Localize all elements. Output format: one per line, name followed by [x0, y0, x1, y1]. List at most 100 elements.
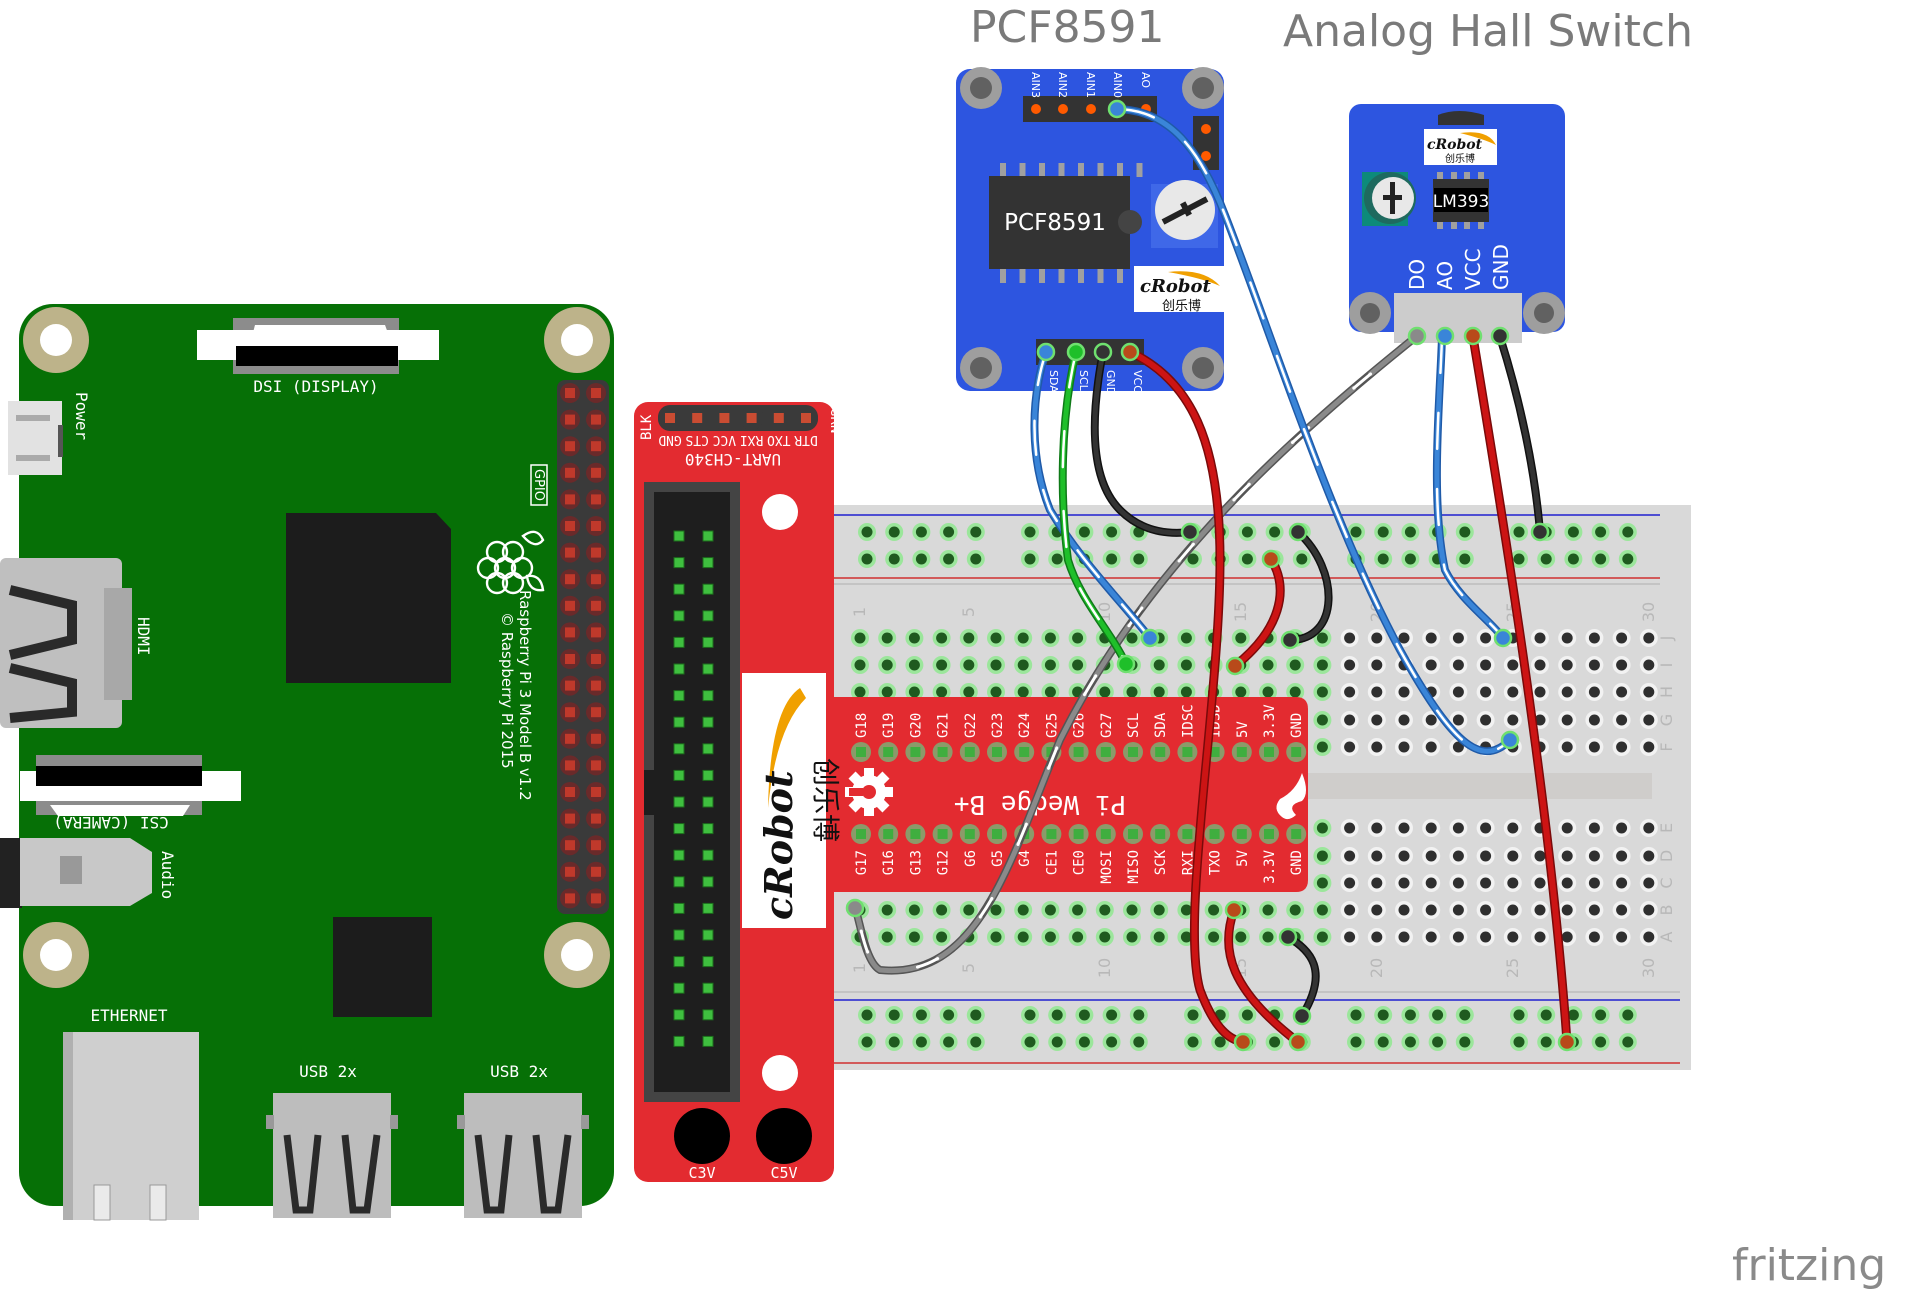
wire-endpoint[interactable]: [1278, 927, 1298, 947]
wire-pcf-gnd-inner: [1092, 349, 1193, 536]
ribbon-pin: [702, 583, 714, 595]
model-label: Raspberry Pi 3 Model B v1.2: [516, 590, 534, 801]
usb-port-1[interactable]: [266, 1093, 398, 1218]
ribbon-pin: [673, 902, 685, 914]
ribbon-pin: [702, 690, 714, 702]
wire-endpoint[interactable]: [1116, 654, 1136, 674]
wire-endpoint[interactable]: [1225, 656, 1245, 676]
ribbon-pin: [702, 796, 714, 808]
wire-sda-stripe: [1033, 350, 1152, 640]
ribbon-connector[interactable]: [644, 482, 740, 1102]
ribbon-pin: [673, 690, 685, 702]
wire-endpoint[interactable]: [1107, 99, 1127, 119]
c5v-jack[interactable]: [756, 1108, 812, 1164]
wedge-pin-label: CE0: [1072, 850, 1088, 875]
soc-chip: [286, 513, 451, 683]
wire-scl-inner: [1060, 349, 1129, 667]
dsi-label: DSI (DISPLAY): [253, 377, 378, 396]
wire-endpoint[interactable]: [1407, 326, 1427, 346]
wire-endpoint[interactable]: [1224, 900, 1244, 920]
hall-switch-title: Analog Hall Switch: [1283, 6, 1693, 57]
wire-endpoint[interactable]: [1557, 1032, 1577, 1052]
wire-ends: [845, 99, 1577, 1052]
uart-header[interactable]: [658, 405, 818, 431]
wire-endpoint[interactable]: [1233, 1032, 1253, 1052]
wedge-pin-label: SDA: [1153, 712, 1169, 738]
gpio-pin: [560, 808, 580, 829]
dsi-connector[interactable]: [197, 318, 439, 374]
usb-port-2[interactable]: [457, 1093, 589, 1218]
wedge-pin-label: MISO: [1126, 850, 1142, 884]
power-port[interactable]: [8, 401, 63, 475]
hdmi-port[interactable]: [0, 558, 132, 728]
gpio-pin: [586, 569, 606, 590]
wedge-pin-label: IDSC: [1180, 704, 1196, 738]
wire-endpoint[interactable]: [1093, 342, 1113, 362]
gpio-pin: [586, 409, 606, 430]
wire-jumper-black-top-inner: [1287, 529, 1331, 643]
c3v-jack[interactable]: [674, 1108, 730, 1164]
csi-connector[interactable]: [20, 755, 241, 816]
pcf-bottom-pin-label: VCC: [1131, 370, 1144, 393]
pcf8591-title: PCF8591: [970, 2, 1165, 53]
raspberry-logo-icon: [476, 530, 545, 595]
wire-endpoint[interactable]: [1493, 628, 1513, 648]
pcf-top-pin-label: AIN1: [1084, 72, 1097, 98]
gpio-pin: [560, 436, 580, 457]
wire-endpoint[interactable]: [1463, 326, 1483, 346]
wire-endpoint[interactable]: [1490, 326, 1510, 346]
wedge-pin-label: G24: [1017, 713, 1033, 738]
gpio-pin: [560, 728, 580, 749]
wire-endpoint[interactable]: [1288, 1032, 1308, 1052]
gpio-pin: [560, 409, 580, 430]
wire-endpoint[interactable]: [1280, 630, 1300, 650]
wire-endpoint[interactable]: [1036, 342, 1056, 362]
audio-jack[interactable]: [0, 838, 152, 908]
wire-endpoint[interactable]: [1292, 1006, 1312, 1026]
wedge-pin-label: TXO: [1208, 850, 1224, 875]
gpio-pin: [586, 728, 606, 749]
mounting-hole: [544, 922, 610, 988]
column-label: 25: [1503, 958, 1522, 978]
wedge-pin-label: G21: [936, 713, 952, 738]
column-label: 1: [850, 963, 869, 973]
pcf-top-pin-label: AIN0: [1111, 72, 1124, 98]
wire-hall-ao-inner: [1434, 334, 1506, 641]
pcf-potentiometer[interactable]: [1151, 180, 1218, 248]
gpio-pin: [560, 782, 580, 802]
wire-hall-gnd-inner: [1497, 334, 1543, 535]
gpio-pin: [560, 383, 580, 403]
wire-endpoint[interactable]: [1180, 522, 1200, 542]
svg-text:创乐博: 创乐博: [1162, 299, 1201, 314]
gpio-header: [557, 380, 609, 914]
gpio-pin: [560, 489, 580, 510]
uart-pin-label: CTS: [685, 432, 708, 447]
fritzing-logo: fritzing: [1732, 1240, 1886, 1291]
usb2-label: USB 2x: [490, 1062, 548, 1081]
gear-icon: [845, 768, 893, 816]
uart-pin-label: VCC: [713, 432, 736, 447]
hall-potentiometer[interactable]: [1362, 172, 1416, 226]
gpio-pin: [560, 675, 580, 696]
wire-endpoint[interactable]: [1530, 522, 1550, 542]
ribbon-pin: [702, 1035, 714, 1047]
wire-endpoint[interactable]: [1140, 628, 1160, 648]
wedge-pin-label: G5: [990, 850, 1006, 867]
wire-endpoint[interactable]: [845, 898, 865, 918]
wedge-pin-label: G4: [1017, 850, 1033, 867]
wire-endpoint[interactable]: [1500, 730, 1520, 750]
hall-crobot-logo: cRobot 创乐博: [1424, 129, 1497, 165]
row-label: H: [1657, 686, 1676, 698]
gpio-pin: [560, 649, 580, 669]
row-label: E: [1657, 823, 1676, 833]
wire-endpoint[interactable]: [1066, 342, 1086, 362]
wedge-pin-label: 5V: [1235, 849, 1251, 866]
wire-endpoint[interactable]: [1261, 549, 1281, 569]
column-label: 30: [1639, 958, 1658, 978]
gpio-pin: [560, 702, 580, 723]
wire-endpoint[interactable]: [1435, 326, 1455, 346]
wire-endpoint[interactable]: [1288, 522, 1308, 542]
ethernet-port[interactable]: [63, 1032, 199, 1221]
wire-endpoint[interactable]: [1120, 342, 1140, 362]
hall-pin-label: VCC: [1461, 248, 1485, 290]
